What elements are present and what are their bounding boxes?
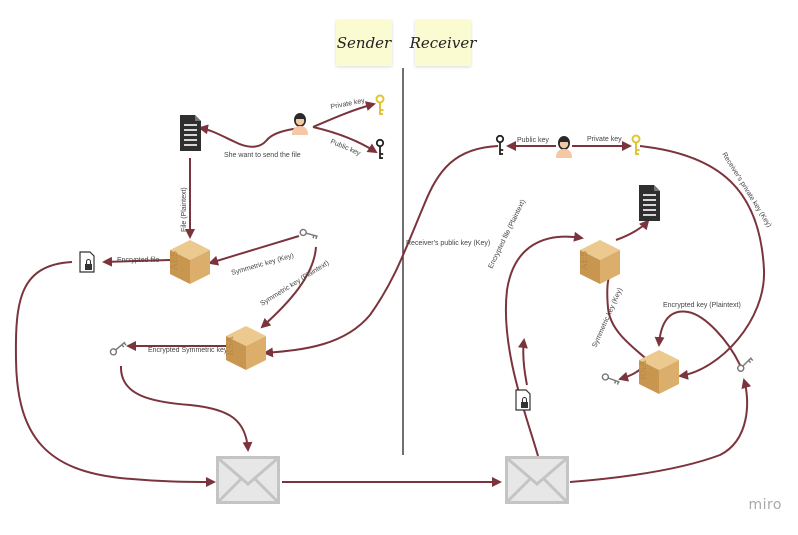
envelope-icon[interactable] [503, 454, 571, 506]
connector-symkey-to-aes [208, 235, 300, 266]
cube-label: RSA [639, 360, 649, 380]
label-encrypted-key-plaintext: Encrypted key (Plaintext) [663, 302, 741, 309]
connector-encrypted-file-to-envelope [14, 261, 216, 487]
sender-sticky-note[interactable]: Sender [336, 20, 392, 66]
label-file-plaintext: File (Plaintext) [181, 187, 188, 232]
connector-rsa-to-aes [605, 263, 651, 363]
rsa-cube-icon[interactable]: RSA [226, 326, 266, 370]
gold-key-icon[interactable] [631, 134, 641, 156]
person-icon[interactable] [556, 136, 572, 158]
connector-encrypted-key-to-rsa [654, 310, 741, 366]
sender-title: Sender [336, 34, 392, 52]
connector-aes-to-encrypted-file [102, 256, 171, 267]
document-icon[interactable] [638, 184, 661, 222]
connector-private-key-to-rsa [639, 145, 766, 380]
envelope-icon[interactable] [214, 454, 282, 506]
label-public-key: Public key [517, 137, 549, 144]
gray-key-icon[interactable] [298, 228, 320, 240]
cube-label: RSA [226, 336, 236, 356]
person-icon[interactable] [292, 113, 308, 135]
aes-cube-icon[interactable]: AES [580, 240, 620, 284]
miro-logo: miro [748, 497, 782, 513]
gray-key-icon[interactable] [108, 339, 128, 357]
gold-key-icon[interactable] [375, 94, 385, 116]
cube-label: AES [580, 251, 590, 271]
locked-document-icon[interactable] [515, 389, 531, 411]
aes-cube-icon[interactable]: AES [170, 240, 210, 284]
connector-encrypted-symkey-to-envelope [119, 365, 253, 452]
label-receivers-private-key: Receiver's private key (Key) [720, 151, 772, 228]
connector-aes-to-document [615, 219, 650, 241]
label-send-file: She want to send the file [224, 152, 301, 159]
receiver-title: Receiver [409, 34, 477, 52]
rsa-cube-icon[interactable]: RSA [639, 350, 679, 394]
gray-key-icon[interactable] [600, 372, 622, 386]
document-icon[interactable] [179, 114, 202, 152]
label-private-key: Private key [587, 136, 622, 143]
label-encrypted-file: Encrypted file [117, 257, 160, 264]
label-receivers-public-key: Receiver's public key (Key) [406, 240, 490, 247]
connector-envelope-to-aes [504, 231, 584, 457]
connector-person-to-public-key [312, 126, 378, 154]
black-key-icon[interactable] [375, 138, 385, 160]
connector-person-to-private-key [312, 101, 376, 128]
receiver-sticky-note[interactable]: Receiver [410, 20, 476, 66]
connector-envelope-to-encrypted-key [569, 378, 752, 483]
connector-envelope-to-locked-file [517, 338, 528, 386]
label-encrypted-symmetric-key: Encrypted Symmetric key [148, 347, 228, 354]
connector-symkey-to-rsa [260, 246, 317, 329]
locked-document-icon[interactable] [79, 251, 95, 273]
cube-label: AES [170, 251, 180, 271]
label-symmetric-key-plaintext: Symmetric key (Plaintext) [259, 260, 330, 308]
label-encrypted-file-plaintext: Encrypted file (Plaintext) [488, 199, 528, 270]
label-symmetric-key: Symmetric key (Key) [231, 252, 295, 277]
connector-person-to-file [198, 124, 301, 148]
connector-receiver-public-key-to-rsa [263, 145, 499, 358]
